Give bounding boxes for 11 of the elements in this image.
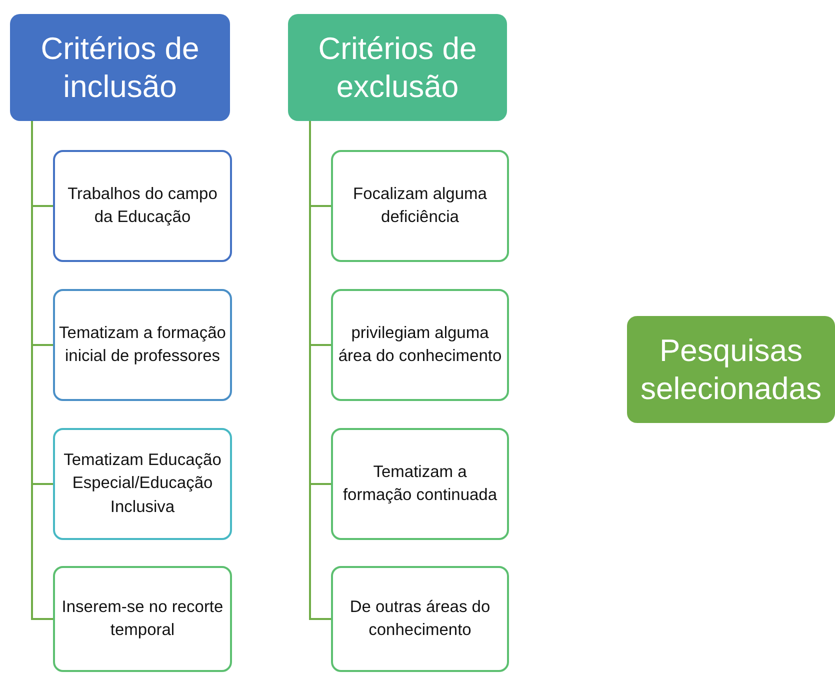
criterion-box: Inserem-se no recorte temporal	[53, 566, 232, 672]
criterion-box: De outras áreas do conhecimento	[331, 566, 509, 672]
criterion-box: Tematizam a formação continuada	[331, 428, 509, 540]
header-box: Critérios de exclusão	[288, 14, 507, 121]
criterion-box: Focalizam alguma deficiência	[331, 150, 509, 262]
criterion-box: privilegiam alguma área do conhecimento	[331, 289, 509, 401]
criterion-box: Trabalhos do campo da Educação	[53, 150, 232, 262]
criterion-box: Tematizam a formação inicial de professores	[53, 289, 232, 401]
header-box: Pesquisas selecionadas	[627, 316, 835, 423]
criterion-box: Tematizam Educação Especial/Educação Inclusiva	[53, 428, 232, 540]
header-box: Critérios de inclusão	[10, 14, 230, 121]
